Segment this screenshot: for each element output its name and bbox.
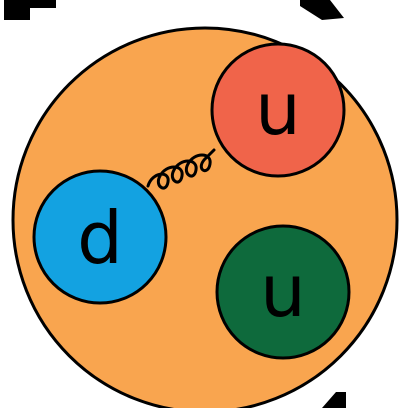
- quark-up-bottom: u: [215, 224, 351, 360]
- quark-circle: [215, 224, 351, 360]
- quark-up-top: u: [210, 42, 346, 178]
- quark-label: u: [260, 249, 306, 333]
- quark-label: u: [255, 67, 301, 151]
- quark-circle: [32, 169, 168, 305]
- top-edge-mark-right: [300, 0, 344, 20]
- quark-label: d: [77, 196, 123, 280]
- quark-circle: [210, 42, 346, 178]
- gluon-spring: [146, 148, 216, 190]
- quark-down: d: [32, 169, 168, 305]
- top-edge-mark-left: [4, 0, 56, 20]
- bottom-edge-mark: [322, 392, 346, 408]
